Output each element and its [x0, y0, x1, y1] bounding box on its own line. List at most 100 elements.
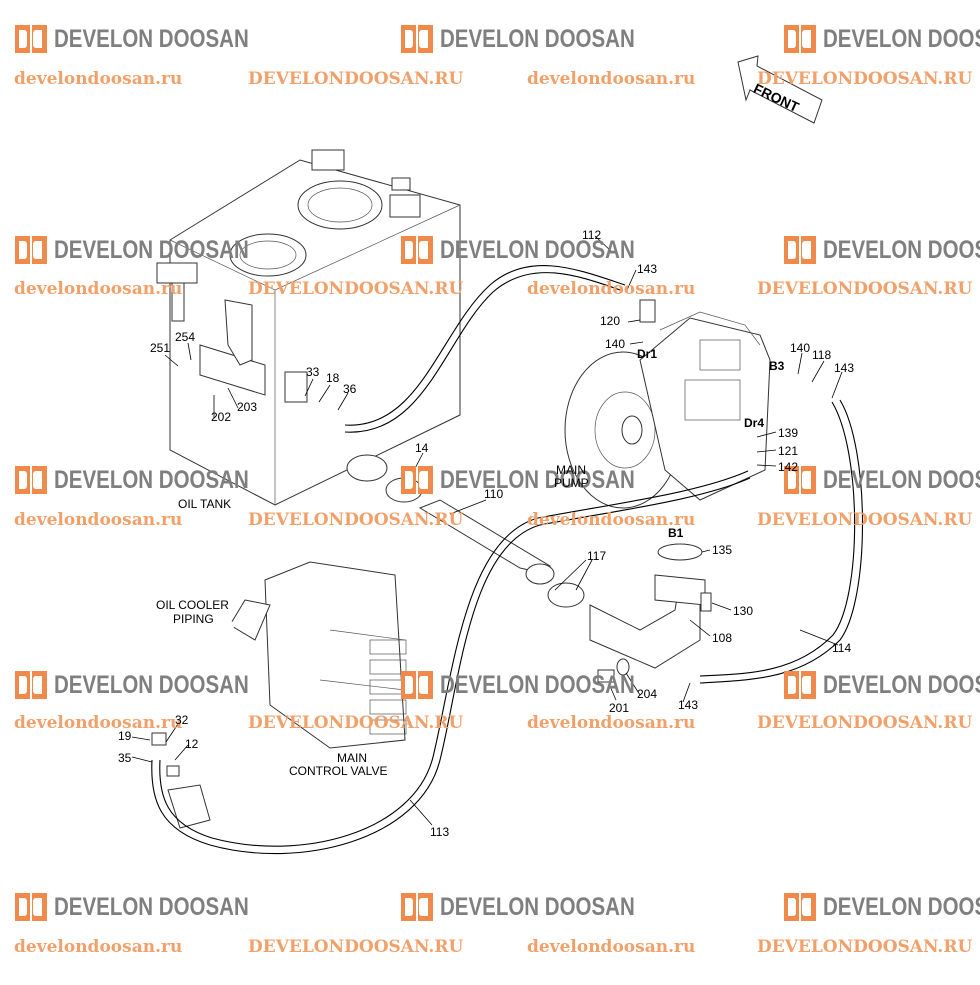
watermark-brand-text: DEVELON DOOSAN [54, 465, 249, 494]
watermark-brand-text: DEVELON DOOSAN [440, 24, 635, 53]
callout-leader [756, 464, 777, 467]
watermark-brand: DEVELON DOOSAN [14, 235, 292, 265]
callout-18: 18 [326, 371, 340, 385]
watermark-site: DEVELONDOOSAN.RU [757, 713, 973, 733]
port-b1: B1 [668, 526, 684, 540]
callout-135: 135 [712, 543, 733, 557]
watermark-brand-text: DEVELON DOOSAN [440, 670, 635, 699]
watermark-site: develondoosan.ru [14, 69, 183, 89]
hose-114 [699, 399, 863, 684]
callout-204: 204 [637, 687, 658, 701]
watermark-brand-text: DEVELON DOOSAN [440, 465, 635, 494]
develon-logo-icon [15, 236, 47, 264]
hose-114 [699, 401, 856, 677]
hose-clamp-117 [547, 582, 585, 608]
callout-143-a: 143 [637, 262, 658, 276]
watermark-brand: DEVELON DOOSAN [400, 892, 678, 922]
develon-logo-icon [401, 466, 433, 494]
hose-113 [159, 470, 749, 847]
develon-logo-icon [784, 25, 816, 53]
callout-110: 110 [484, 487, 504, 501]
tank-outlet-flange [284, 371, 308, 403]
pump-body-detail [659, 311, 761, 346]
watermark-brand-text: DEVELON DOOSAN [54, 892, 249, 921]
watermark-brand: DEVELON DOOSAN [14, 670, 292, 700]
watermark-site: develondoosan.ru [14, 279, 183, 299]
hose-112 [344, 265, 626, 426]
hose-112 [344, 272, 624, 433]
develon-logo-icon [15, 25, 47, 53]
callout-12: 12 [185, 737, 199, 751]
pump-regulator [699, 339, 741, 371]
watermark-brand: DEVELON DOOSAN [400, 465, 678, 495]
watermark-site: develondoosan.ru [527, 713, 696, 733]
callout-130: 130 [733, 604, 754, 618]
valve-spool-cap [369, 719, 407, 735]
main-pump-label-line2: PUMP [554, 476, 589, 490]
control-valve-detail [319, 679, 406, 691]
watermark-brand-text: DEVELON DOOSAN [440, 892, 635, 921]
cooler-flange [167, 784, 211, 829]
pump-shaft [621, 415, 643, 445]
callout-leader [409, 799, 433, 826]
callout-36: 36 [343, 382, 357, 396]
watermark-brand: DEVELON DOOSAN [400, 670, 678, 700]
oil-cooler-label-line1: OIL COOLER [156, 598, 229, 612]
callout-leader [811, 360, 825, 383]
callout-140-a: 140 [605, 337, 626, 351]
watermark-brand: DEVELON DOOSAN [14, 465, 292, 495]
callout-leader [682, 682, 691, 703]
develon-logo-icon [401, 25, 433, 53]
callout-108: 108 [712, 631, 733, 645]
callout-117: 117 [587, 549, 607, 563]
callout-leader [756, 449, 777, 453]
watermark-site: develondoosan.ru [14, 713, 183, 733]
callout-leader [554, 559, 587, 591]
develon-logo-icon [401, 671, 433, 699]
callout-201: 201 [609, 701, 630, 715]
callout-leader [165, 723, 179, 743]
callout-251: 251 [150, 341, 171, 355]
tank-port-ring [297, 180, 383, 230]
callout-leader [227, 387, 239, 409]
valve-spool-cap [369, 659, 407, 675]
callout-leader [626, 269, 637, 291]
callout-leader [594, 235, 613, 253]
watermark-site: develondoosan.ru [527, 69, 696, 89]
watermark-brand-text: DEVELON DOOSAN [823, 465, 980, 494]
callout-254: 254 [175, 330, 196, 344]
callout-203: 203 [237, 400, 258, 414]
callout-leader [711, 602, 732, 611]
port-dr4: Dr4 [744, 416, 765, 430]
port-dr1: Dr1 [637, 347, 658, 361]
watermark-site: DEVELONDOOSAN.RU [248, 69, 464, 89]
oil-tank-label: OIL TANK [178, 497, 232, 511]
callout-32: 32 [175, 713, 189, 727]
tank-cover-plate [311, 149, 345, 171]
pump-regulator [684, 379, 741, 421]
callout-114: 114 [832, 641, 852, 655]
callout-leader [174, 744, 189, 761]
watermark-site: DEVELONDOOSAN.RU [248, 510, 464, 530]
callout-120: 120 [600, 314, 621, 328]
watermark-brand-text: DEVELON DOOSAN [823, 24, 980, 53]
watermark-site: develondoosan.ru [527, 279, 696, 299]
callout-leader [131, 756, 153, 763]
watermark-brand-text: DEVELON DOOSAN [823, 892, 980, 921]
callout-leader [187, 342, 192, 361]
pump-body [639, 317, 771, 501]
watermark-site: develondoosan.ru [14, 937, 183, 957]
develon-logo-icon [784, 466, 816, 494]
callout-121: 121 [778, 444, 799, 458]
watermark-brand-text: DEVELON DOOSAN [54, 235, 249, 264]
watermark-brand-text: DEVELON DOOSAN [440, 235, 635, 264]
watermark-brand: DEVELON DOOSAN [783, 670, 980, 700]
watermark-site: DEVELONDOOSAN.RU [757, 510, 973, 530]
watermark-brand: DEVELON DOOSAN [783, 235, 980, 265]
elbow-fitting-19 [151, 732, 167, 746]
callout-leader [575, 559, 593, 591]
callout-leader [799, 629, 839, 646]
callout-leader [337, 392, 349, 411]
